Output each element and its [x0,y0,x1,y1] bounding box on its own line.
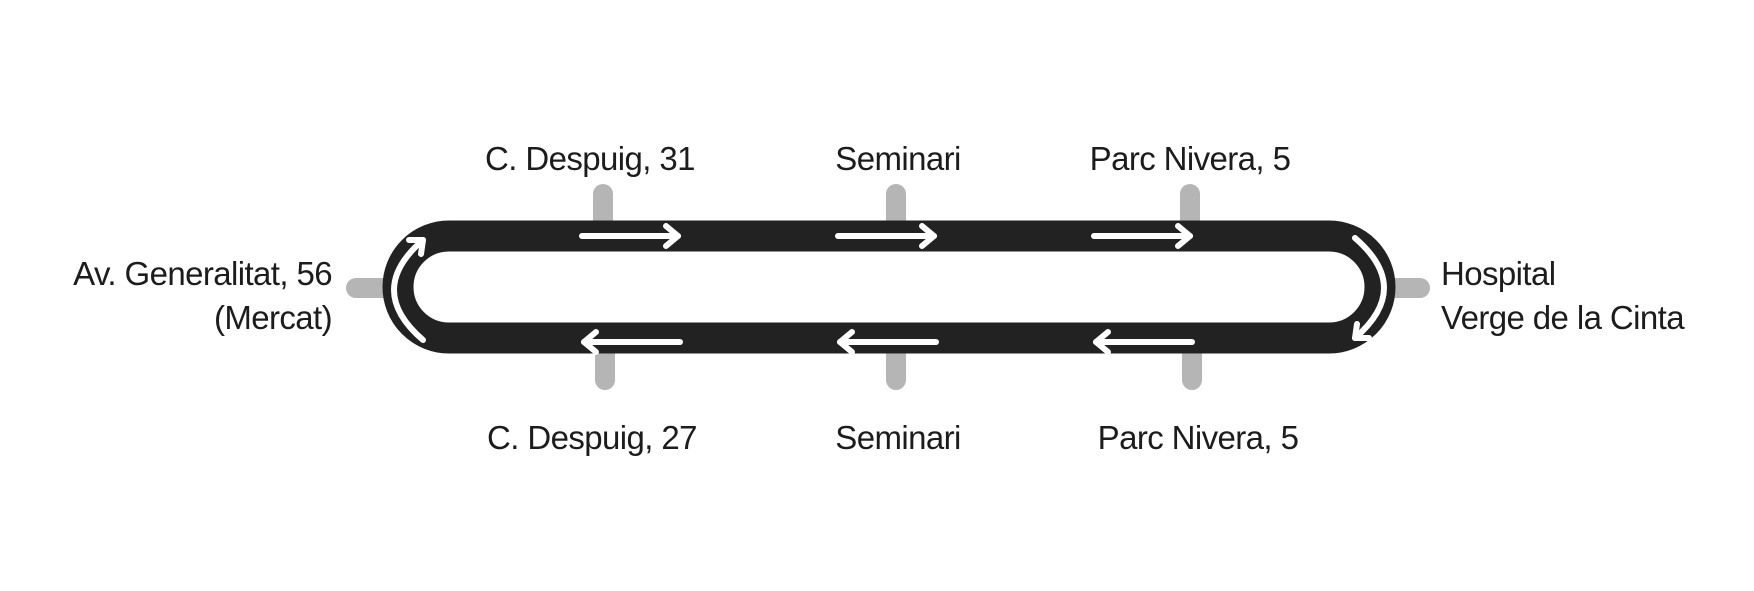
stop-label-left-line-2: (Mercat) [214,299,332,336]
arrow-left-icon [581,329,683,355]
stop-label-bottom-2: Seminari [835,419,960,456]
stop-label-right-line-2: Verge de la Cinta [1441,299,1685,336]
curved-arrow-up-icon [391,237,426,343]
arrow-right-icon [1091,223,1193,249]
curved-arrow-down-icon [1352,235,1387,341]
stop-label-bottom-1: C. Despuig, 27 [487,419,697,456]
arrow-left-icon [837,329,939,355]
route-loop-track [382,220,1396,354]
stop-label-top-2: Seminari [835,140,960,177]
stop-label-bottom-3: Parc Nivera, 5 [1098,419,1299,456]
stop-label-left-line-1: Av. Generalitat, 56 [73,255,332,292]
stop-label-top-3: Parc Nivera, 5 [1090,140,1291,177]
arrow-right-icon [835,223,937,249]
arrow-left-icon [1093,329,1195,355]
arrow-right-icon [579,223,681,249]
direction-arrows [391,223,1387,355]
stop-label-right-line-1: Hospital [1441,255,1555,292]
stop-labels: C. Despuig, 31 Seminari Parc Nivera, 5 C… [73,140,1686,456]
stop-label-top-1: C. Despuig, 31 [485,140,695,177]
